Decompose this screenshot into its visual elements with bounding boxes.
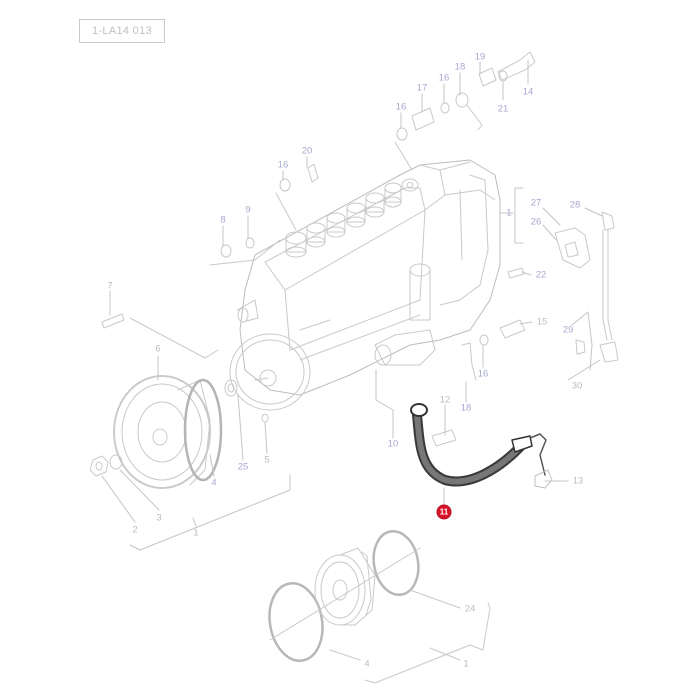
part-label-10[interactable]: 10 [387,438,399,450]
bracket-and-pipe [461,211,619,381]
part-label-4[interactable]: 4 [364,658,370,670]
part-label-16[interactable]: 16 [277,159,289,171]
part-label-9[interactable]: 9 [245,204,251,216]
part-label-16[interactable]: 16 [438,72,450,84]
lower-seal-kit [268,530,491,684]
part-label-8[interactable]: 8 [220,214,226,226]
drive-gear-assembly [89,375,269,489]
part-label-6[interactable]: 6 [155,343,161,355]
part-label-18[interactable]: 18 [460,402,472,414]
part-label-17[interactable]: 17 [416,82,428,94]
part-label-12[interactable]: 12 [439,394,451,406]
part-label-13[interactable]: 13 [572,475,584,487]
injection-pump-body [229,159,501,411]
part-label-22[interactable]: 22 [535,269,547,281]
part-label-19[interactable]: 19 [474,51,486,63]
part-label-7[interactable]: 7 [107,280,113,292]
part-label-24[interactable]: 24 [464,603,476,615]
part-label-21[interactable]: 21 [497,103,509,115]
part-label-16[interactable]: 16 [477,368,489,380]
part-label-4[interactable]: 4 [211,477,217,489]
part-label-3[interactable]: 3 [156,512,162,524]
delivery-valves [285,182,402,258]
highlighted-part-callout[interactable]: 11 [437,505,451,519]
part-label-28[interactable]: 28 [569,199,581,211]
part-label-1[interactable]: 1 [193,527,199,539]
part-label-27[interactable]: 27 [530,197,542,209]
part-label-15[interactable]: 15 [536,316,548,328]
part-label-16[interactable]: 16 [395,101,407,113]
fuel-hose-part-11[interactable] [410,403,553,489]
part-label-29[interactable]: 29 [562,324,574,336]
upper-fittings [209,51,536,266]
part-label-20[interactable]: 20 [301,145,313,157]
part-label-1[interactable]: 1 [463,658,469,670]
part-label-5[interactable]: 5 [264,454,270,466]
part-label-1[interactable]: 1 [506,207,512,219]
leader-lines [101,59,603,551]
part-label-18[interactable]: 18 [454,61,466,73]
part-label-30[interactable]: 30 [571,380,583,392]
part-label-14[interactable]: 14 [522,86,534,98]
part-label-2[interactable]: 2 [132,524,138,536]
diagram-reference-code: 1-LA14 013 [79,19,165,43]
part-label-26[interactable]: 26 [530,216,542,228]
bolt-7 [101,290,219,359]
part-label-25[interactable]: 25 [237,461,249,473]
